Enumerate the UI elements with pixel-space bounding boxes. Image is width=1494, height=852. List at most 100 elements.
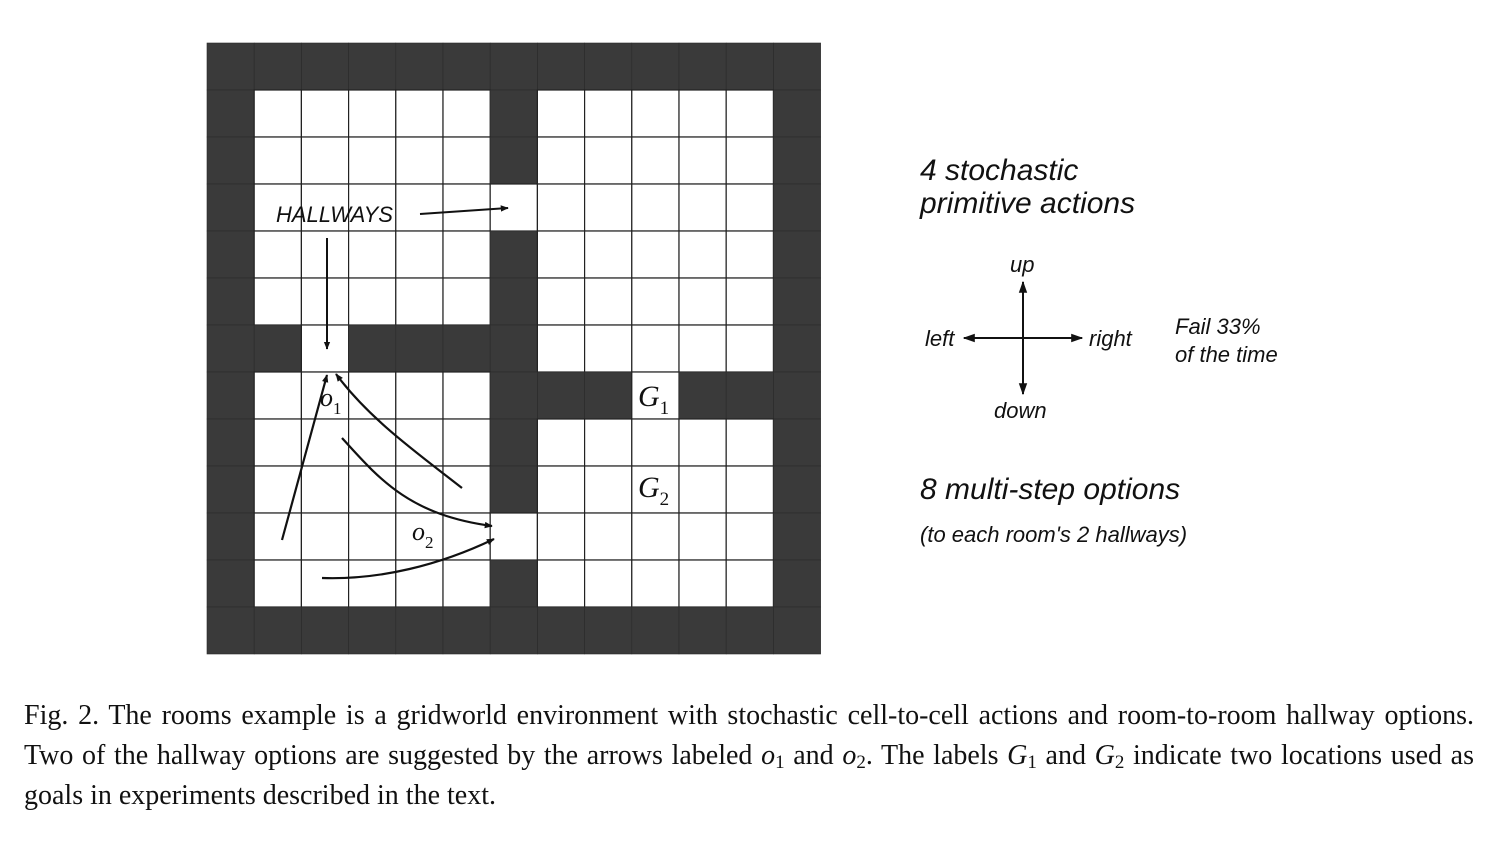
grid-cell-open <box>489 512 539 561</box>
grid-cell-open <box>442 512 491 561</box>
grid-cell-wall <box>253 324 302 373</box>
primitive-title-line1: 4 stochastic <box>920 154 1078 187</box>
grid-cell-open <box>442 277 491 326</box>
grid-cell-wall <box>537 606 585 655</box>
grid-cell-wall <box>725 42 774 91</box>
grid-cell-open <box>300 324 350 373</box>
grid-cell-open <box>300 559 350 608</box>
grid-cell-open <box>395 136 444 185</box>
grid-cell-wall <box>725 606 774 655</box>
grid-cell-open <box>631 277 680 326</box>
grid-cell-wall <box>206 465 255 514</box>
grid-cell-open <box>678 230 727 279</box>
grid-cell-open <box>583 183 633 232</box>
grid-cell-open <box>300 277 350 326</box>
gridworld-environment <box>206 42 821 655</box>
grid-cell-open <box>678 559 727 608</box>
grid-cell-wall <box>489 277 538 326</box>
grid-cell-open <box>395 371 444 420</box>
grid-cell-open <box>631 512 680 561</box>
grid-cell-wall <box>537 42 585 91</box>
grid-cell-open <box>348 89 397 138</box>
hallways-arrow-right <box>419 205 509 215</box>
grid-cell-open <box>395 230 444 279</box>
grid-cell-wall <box>206 559 255 608</box>
grid-cell-wall <box>773 465 821 514</box>
grid-cell-open <box>725 183 775 232</box>
grid-cell-open <box>442 136 491 185</box>
grid-cell-open <box>631 183 680 232</box>
grid-cell-open <box>725 277 775 326</box>
figure-caption: Fig. 2. The rooms example is a gridworld… <box>24 700 1475 811</box>
grid-cell-open <box>678 324 727 373</box>
grid-cell-open <box>631 559 680 608</box>
grid-cell-wall <box>773 136 821 185</box>
grid-cell-open <box>583 465 633 514</box>
grid-cell-open <box>631 465 680 514</box>
grid-cell-open <box>348 512 397 561</box>
grid-cell-open <box>253 465 302 514</box>
grid-cell-open <box>536 324 586 373</box>
hallways-label: HALLWAYS <box>276 202 393 227</box>
grid-cell-open <box>300 183 350 232</box>
option-o2-arrow-upper <box>341 437 493 529</box>
g1-label: G1 <box>638 380 669 419</box>
grid-cell-wall <box>489 371 538 420</box>
grid-cell-wall <box>206 512 255 561</box>
grid-cell-wall <box>253 42 302 91</box>
grid-cell-open <box>725 230 775 279</box>
grid-cell-open <box>725 418 775 467</box>
o1-label: o1 <box>320 383 342 418</box>
grid-cell-open <box>678 418 727 467</box>
grid-cell-open <box>631 230 680 279</box>
grid-cell-open <box>253 371 302 420</box>
grid-cell-wall <box>442 324 491 373</box>
grid-cell-open <box>725 559 775 608</box>
grid-cell-wall <box>489 136 538 185</box>
grid-cell-wall <box>206 606 255 655</box>
grid-cell-wall <box>773 418 821 467</box>
grid-cell-open <box>300 89 350 138</box>
grid-cell-open <box>348 136 397 185</box>
grid-cell-open <box>442 371 491 420</box>
grid-cell-wall <box>584 42 633 91</box>
action-right-label: right <box>1089 326 1133 351</box>
primitive-title-line2: primitive actions <box>919 187 1135 220</box>
grid-cell-wall <box>773 89 821 138</box>
grid-cell-wall <box>489 418 538 467</box>
grid-cell-wall <box>348 42 397 91</box>
grid-cell-open <box>725 465 775 514</box>
grid-cell-wall <box>489 559 538 608</box>
options-subtitle: (to each room's 2 hallways) <box>920 522 1187 547</box>
grid-cell-wall <box>253 606 302 655</box>
grid-cell-open <box>536 559 586 608</box>
grid-cell-open <box>583 230 633 279</box>
action-down-label: down <box>994 398 1047 423</box>
grid-cell-open <box>583 324 633 373</box>
g2-label: G2 <box>638 471 669 510</box>
grid-cell-open <box>395 89 444 138</box>
grid-cell-open <box>348 418 397 467</box>
primitive-actions-legend: 4 stochastic primitive actions up down l… <box>919 154 1278 423</box>
grid-cell-wall <box>773 324 821 373</box>
action-up-label: up <box>1010 252 1034 277</box>
grid-cell-open <box>583 89 633 138</box>
grid-cell-open <box>631 418 680 467</box>
grid-cell-open <box>536 136 586 185</box>
grid-cell-wall <box>395 324 444 373</box>
grid-cell-wall <box>348 606 397 655</box>
grid-cell-open <box>678 512 727 561</box>
grid-cell-wall <box>301 42 349 91</box>
o2-label: o2 <box>412 517 434 552</box>
grid-cell-open <box>300 465 350 514</box>
grid-cell-wall <box>773 606 821 655</box>
grid-cell-open <box>300 512 350 561</box>
grid-cell-wall <box>442 42 491 91</box>
grid-cell-open <box>348 371 397 420</box>
grid-cell-wall <box>489 89 538 138</box>
options-title: 8 multi-step options <box>920 473 1180 506</box>
grid-cell-wall <box>773 183 821 232</box>
grid-cell-open <box>442 230 491 279</box>
grid-cell-open <box>678 89 727 138</box>
